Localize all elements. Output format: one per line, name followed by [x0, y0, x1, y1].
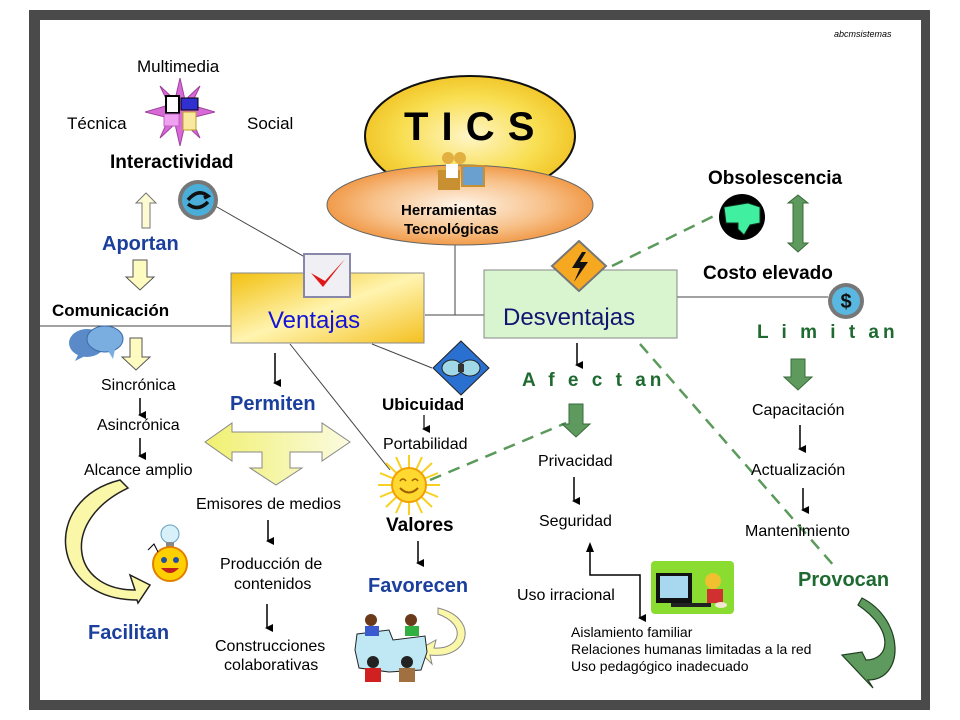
limitan-label: L i m i t an — [757, 322, 899, 343]
produccion-label-2: contenidos — [234, 576, 312, 593]
social-label: Social — [247, 114, 294, 133]
multimedia-label: Multimedia — [137, 57, 220, 76]
tv-gamer-icon — [651, 561, 734, 614]
herramientas-label-1: Herramientas — [401, 202, 497, 219]
comunicacion-label: Comunicación — [52, 301, 170, 320]
sincronica-label: Sincrónica — [101, 377, 176, 394]
provocan-label: Provocan — [798, 569, 890, 591]
arrow-down-sincronica — [120, 337, 152, 371]
double-arrow-obsolescencia — [786, 194, 810, 253]
watermark: abcmsistemas — [834, 29, 892, 39]
refresh-icon — [176, 178, 220, 222]
valores-label: Valores — [386, 515, 454, 536]
line-interactividad — [209, 202, 311, 261]
obsolescencia-label: Obsolescencia — [708, 168, 843, 189]
facilitan-label: Facilitan — [88, 622, 170, 644]
arrow-down-comunicacion — [124, 259, 156, 291]
afectan-label: A f e c t an — [522, 370, 666, 391]
t-arrow-permiten — [204, 422, 351, 486]
privacidad-label: Privacidad — [538, 453, 613, 470]
capacitacion-label: Capacitación — [752, 402, 845, 419]
herramientas-ellipse — [326, 164, 594, 246]
connector-plug-icon — [432, 340, 494, 396]
arrow-down-limitan — [782, 358, 814, 391]
arrow-up-aportan — [134, 192, 158, 229]
arrow-uso-irracional — [589, 548, 646, 622]
asincronica-label: Asincrónica — [97, 417, 180, 434]
dashed-provocan — [639, 343, 836, 568]
checkmark-icon — [303, 253, 351, 298]
mantenimiento-label: Mantenimiento — [745, 523, 850, 540]
construcciones-label-2: colaborativas — [224, 657, 319, 674]
ventajas-label: Ventajas — [268, 307, 361, 334]
arrow-down-afectan — [560, 403, 592, 438]
speech-bubbles-icon — [67, 323, 129, 363]
alcance-amplio-label: Alcance amplio — [84, 462, 193, 479]
arrowhead-seguridad — [586, 542, 594, 552]
produccion-label-1: Producción de — [220, 556, 323, 573]
aportan-label: Aportan — [102, 233, 179, 255]
dashed-valores — [429, 421, 567, 482]
curved-arrow-provocan — [840, 597, 896, 689]
thumbs-down-icon — [718, 193, 766, 243]
portabilidad-label: Portabilidad — [383, 436, 468, 453]
dollar-icon: $ — [827, 282, 865, 320]
consequence-3: Uso pedagógico inadecuado — [571, 658, 749, 674]
seguridad-label: Seguridad — [539, 513, 612, 530]
sun-smiley-icon — [378, 455, 440, 515]
tecnica-label: Técnica — [67, 114, 127, 133]
dashed-obsolescencia — [611, 212, 719, 268]
curved-arrow-facilitan — [64, 479, 152, 605]
favorecen-label: Favorecen — [368, 575, 469, 597]
line-ubicuidad — [371, 343, 433, 369]
consequence-2: Relaciones humanas limitadas a la red — [571, 641, 812, 657]
warning-lightning-icon — [550, 239, 608, 293]
construcciones-label-1: Construcciones — [215, 638, 326, 655]
svg-text:$: $ — [840, 291, 851, 313]
uso-irracional-label: Uso irracional — [517, 587, 615, 604]
people-meeting-icon — [430, 150, 490, 192]
idea-smiley-icon — [144, 522, 194, 584]
costo-elevado-label: Costo elevado — [703, 263, 833, 284]
actualizacion-label: Actualización — [751, 462, 846, 479]
line-valores — [289, 343, 391, 471]
desventajas-label: Desventajas — [503, 304, 636, 331]
multimedia-star-icon — [143, 77, 217, 147]
team-puzzle-icon — [345, 610, 437, 688]
herramientas-label-2: Tecnológicas — [404, 221, 499, 238]
interactividad-label: Interactividad — [110, 152, 234, 173]
ubicuidad-label: Ubicuidad — [382, 395, 465, 414]
permiten-label: Permiten — [230, 393, 316, 415]
emisores-label: Emisores de medios — [196, 496, 341, 513]
tics-title: T I C S — [404, 105, 536, 149]
consequence-1: Aislamiento familiar — [571, 624, 693, 640]
